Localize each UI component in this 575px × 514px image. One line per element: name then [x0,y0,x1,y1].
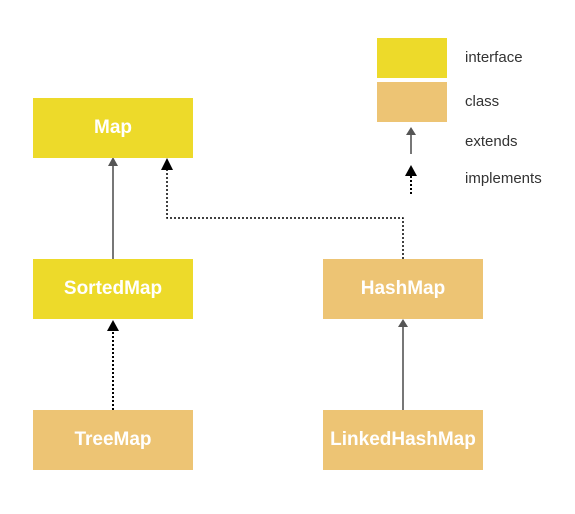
node-hashmap-label: HashMap [360,278,446,299]
node-map: Map [33,98,193,158]
node-sortedmap-label: SortedMap [63,278,163,299]
legend-interface-label: interface [465,49,523,66]
node-treemap-label: TreeMap [74,429,152,450]
node-sortedmap: SortedMap [33,259,193,319]
legend-extends-label: extends [465,133,518,150]
edge-hashmap-implements-map [161,158,404,259]
edge-sortedmap-extends-map [108,157,118,259]
edge-treemap-implements-sortedmap [107,320,119,410]
legend-class-label: class [465,93,500,110]
node-map-label: Map [94,117,132,138]
legend-class-swatch [377,82,447,122]
node-treemap: TreeMap [33,410,193,470]
node-linkedhashmap-label: LinkedHashMap [330,429,476,450]
edge-linkedhashmap-extends-hashmap [398,319,408,410]
legend-interface-swatch [377,38,447,78]
legend-extends-arrow [406,127,416,154]
legend-implements-arrow [405,165,417,194]
node-hashmap: HashMap [323,259,483,319]
legend-implements-label: implements [465,170,542,187]
node-linkedhashmap: LinkedHashMap [323,410,483,470]
